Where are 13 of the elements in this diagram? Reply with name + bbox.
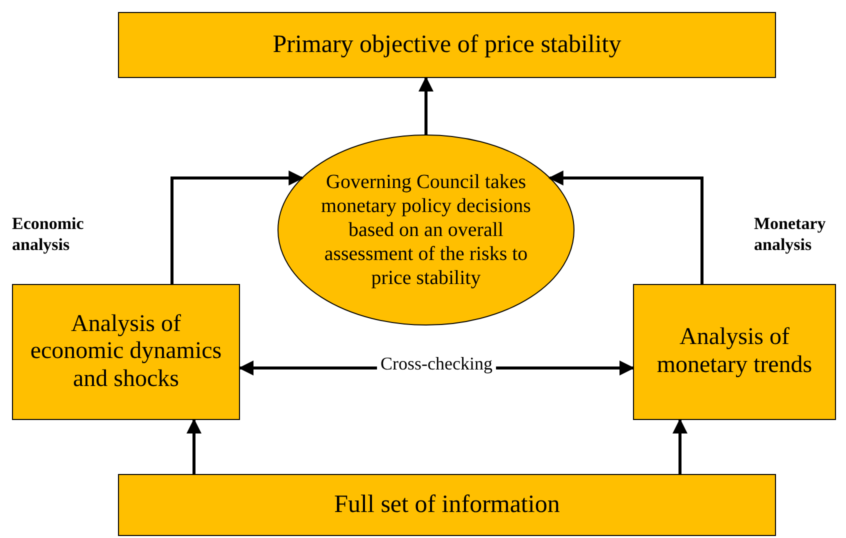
section-label: Monetary analysis bbox=[754, 213, 827, 256]
arrow bbox=[170, 170, 304, 284]
arrow bbox=[186, 418, 202, 474]
process-box: Primary objective of price stability bbox=[118, 12, 776, 78]
decision-ellipse bbox=[278, 134, 574, 326]
process-box: Full set of information bbox=[118, 474, 776, 536]
process-box: Analysis of economic dynamics and shocks bbox=[12, 284, 240, 420]
section-label: Economic analysis bbox=[12, 213, 85, 256]
arrow bbox=[672, 418, 688, 474]
arrow bbox=[548, 170, 704, 284]
node-text: Governing Council takes monetary policy decisions based on an overall assessment of the risks to price stability bbox=[320, 170, 532, 290]
process-box: Analysis of monetary trends bbox=[633, 284, 836, 420]
arrow bbox=[418, 76, 434, 135]
